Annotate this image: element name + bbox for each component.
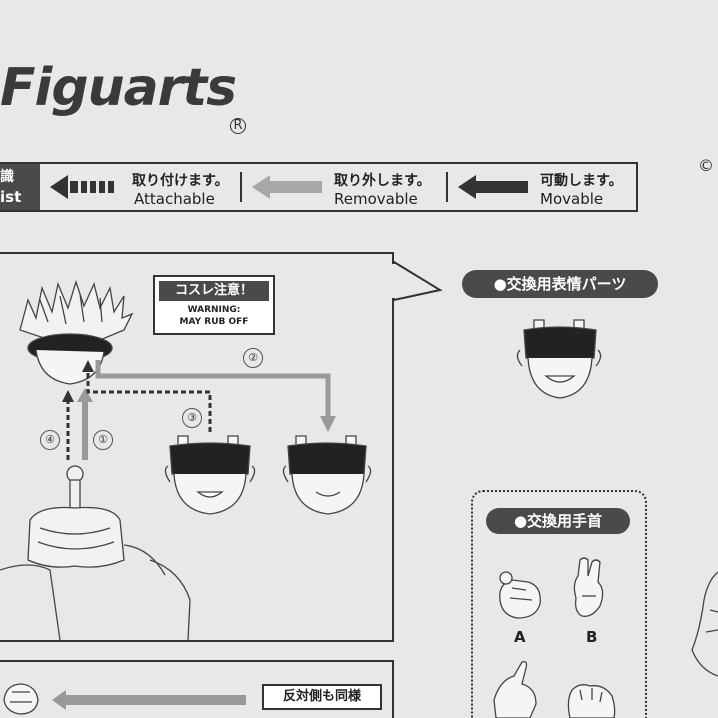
hand-drawing bbox=[573, 557, 604, 617]
hand-drawing bbox=[567, 684, 616, 718]
legend-item-movable: 可動します。 Movable bbox=[454, 164, 634, 210]
face-part-drawing bbox=[164, 435, 256, 515]
legend-divider bbox=[240, 172, 242, 202]
step-number-2: ② bbox=[243, 348, 263, 368]
head-with-hair-drawing bbox=[19, 279, 134, 385]
copyright-mark: © bbox=[698, 156, 714, 175]
legend-item-en: Attachable bbox=[134, 190, 215, 208]
figuarts-logo: Figuarts bbox=[0, 58, 237, 118]
step-number-1: ① bbox=[93, 430, 113, 450]
partial-figure-drawing bbox=[691, 571, 718, 677]
hand-drawing bbox=[493, 660, 537, 718]
bottom-hand-drawing bbox=[3, 683, 39, 715]
dashed-arrow-icon bbox=[50, 175, 114, 199]
body-torso-drawing bbox=[0, 465, 191, 641]
legend-item-jp: 取り外します。 bbox=[334, 173, 431, 189]
rub-off-warning: コスレ注意！ WARNING: MAY RUB OFF bbox=[153, 275, 275, 335]
registered-mark-icon: R bbox=[230, 118, 246, 134]
legend-item-jp: 可動します。 bbox=[540, 173, 623, 189]
legend-item-removable: 取り外します。 Removable bbox=[248, 164, 448, 210]
hands-panel bbox=[471, 490, 647, 718]
hand-label-a: A bbox=[514, 628, 526, 646]
legend-item-jp: 取り付けます。 bbox=[132, 173, 229, 189]
step-number-4: ④ bbox=[40, 430, 60, 450]
legend-header-jp: 識 bbox=[0, 169, 14, 185]
remove-arrow-2 bbox=[95, 360, 331, 420]
exchange-face-drawing bbox=[516, 319, 602, 399]
step-number-3: ③ bbox=[182, 408, 202, 428]
face-parts-tag: ●交換用表情パーツ bbox=[462, 270, 658, 298]
hand-label-b: B bbox=[586, 628, 598, 646]
warning-line-2: MAY RUB OFF bbox=[179, 317, 249, 327]
warning-line-1: WARNING: bbox=[187, 305, 241, 315]
callout-pointer bbox=[393, 260, 443, 302]
warning-title: コスレ注意！ bbox=[159, 281, 269, 301]
bottom-remove-arrow bbox=[52, 690, 246, 710]
legend-divider bbox=[446, 172, 448, 202]
legend-bar: 識 ist 取り付けます。 Attachable 取り外します。 Removab… bbox=[0, 162, 638, 212]
dark-arrow-icon bbox=[458, 175, 528, 199]
face-part-drawing bbox=[282, 435, 372, 515]
same-other-side-tag: 反対側も同様 bbox=[262, 684, 382, 710]
attach-arrow-3 bbox=[86, 370, 212, 432]
legend-item-en: Movable bbox=[540, 190, 604, 208]
hands-tag: ●交換用手首 bbox=[486, 508, 630, 534]
legend-item-en: Removable bbox=[334, 190, 418, 208]
legend-header: 識 ist bbox=[0, 164, 40, 210]
gray-arrow-icon bbox=[252, 175, 322, 199]
legend-header-en: ist bbox=[0, 188, 22, 206]
legend-item-attachable: 取り付けます。 Attachable bbox=[46, 164, 236, 210]
hand-drawing bbox=[499, 571, 541, 619]
